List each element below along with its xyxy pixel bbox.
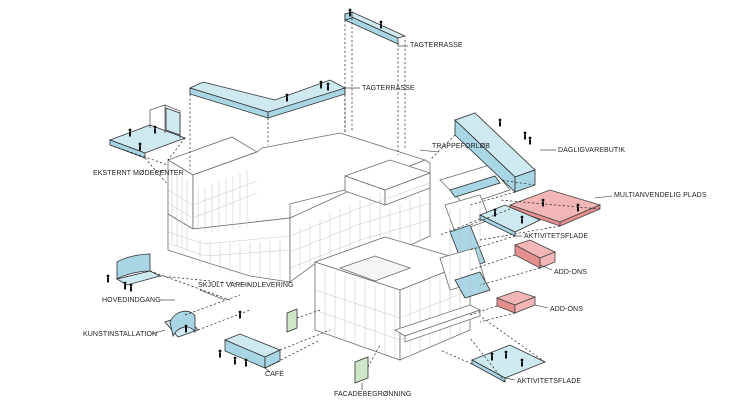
art-arch [169, 310, 196, 338]
label-trappeforloeb: TRAPPEFORLØB [432, 143, 490, 150]
label-eksternt-moedecenter: EKSTERNT MØDECENTER [93, 170, 184, 177]
label-aktivitetsflade-upper: AKTIVITETSFLADE [524, 233, 588, 240]
activity-lower-deck [471, 344, 546, 379]
add-on-container-upper [513, 239, 556, 269]
add-on-upper-side [539, 251, 556, 269]
stair-sequence [439, 164, 511, 300]
label-skjult-vareindlevering: SKJULT VAREINDLEVERING [198, 282, 294, 289]
person [523, 131, 527, 140]
labels: TAGTERRASSE TAGTERRASSE TRAPPEFORLØB DAG… [83, 42, 707, 398]
roof-terrace-top [343, 11, 407, 45]
person [129, 283, 133, 292]
label-tagterrasse-mid: TAGTERRASSE [362, 85, 415, 92]
person [520, 215, 524, 224]
label-cafe: CAFÉ [265, 369, 284, 378]
activity-surface-lower [471, 344, 546, 383]
person [528, 136, 532, 145]
person [244, 358, 248, 367]
cafe-pavilion [223, 333, 282, 369]
label-leader-lines [151, 45, 613, 390]
person [138, 142, 142, 151]
person [106, 274, 110, 283]
label-hovedindgang: HOVEDINDGANG [102, 297, 161, 304]
upper-block-side [384, 172, 431, 206]
label-aktivitetsflade-lower: AKTIVITETSFLADE [517, 378, 581, 385]
lower-building-rooflight [338, 255, 412, 282]
cafe-wall-end [264, 349, 281, 369]
roof-terrace-mid [188, 79, 346, 119]
person [490, 352, 494, 361]
add-on-container-lower [495, 290, 537, 314]
main-facade-grid [167, 170, 431, 281]
person [379, 20, 383, 29]
label-dagligvarebutik: DAGLIGVAREBUTIK [558, 147, 625, 154]
person [504, 350, 508, 359]
person [326, 82, 330, 91]
art-installation [164, 310, 199, 338]
label-multianvendelig-plads: MULTIANVENDELIG PLADS [614, 192, 707, 199]
external-meeting-center [108, 104, 187, 159]
green-panel-lower [354, 356, 369, 384]
stair-run-3 [454, 271, 491, 299]
label-facadebegroenning: FACADEBEGRØNNING [334, 391, 411, 398]
exploded-dashed-lines [109, 18, 601, 383]
main-building [167, 132, 482, 361]
person [576, 203, 580, 212]
green-panel-upper [286, 308, 298, 333]
person [520, 358, 524, 367]
person [541, 198, 545, 207]
person [498, 118, 502, 127]
label-tagterrasse-top: TAGTERRASSE [410, 42, 463, 49]
meeting-wall [165, 107, 181, 136]
stair-run-1 [449, 175, 501, 198]
label-add-ons-upper: ADD-ONS [554, 269, 587, 276]
green-facade-panels [286, 308, 369, 384]
roof-terrace-top-deck [343, 11, 407, 39]
person [153, 125, 157, 134]
label-add-ons-lower: ADD-ONS [550, 306, 583, 313]
person [128, 128, 132, 137]
person [285, 93, 289, 102]
person [233, 356, 237, 365]
person [493, 208, 497, 217]
person [184, 324, 188, 333]
main-entrance [115, 253, 162, 286]
multi-use-square [508, 189, 602, 227]
person [123, 281, 127, 290]
person [218, 349, 222, 358]
people-figures [106, 8, 580, 367]
person [238, 310, 242, 319]
person [348, 8, 352, 17]
grocery-store [454, 112, 536, 193]
label-kunstinstallation: KUNSTINSTALLATION [83, 331, 157, 338]
person [319, 80, 323, 89]
